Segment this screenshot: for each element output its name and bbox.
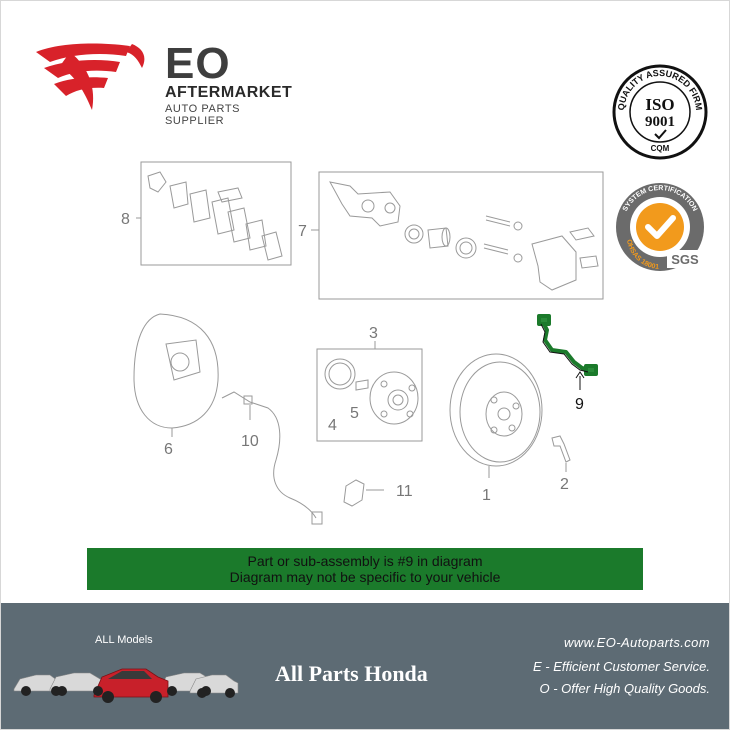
slogan-efficient: E - Efficient Customer Service. — [533, 659, 710, 674]
logo-aftermarket-text: AFTERMARKET — [165, 84, 293, 101]
callout-1: 1 — [482, 487, 491, 504]
brake-pad-group-box — [140, 161, 292, 266]
callout-5: 5 — [350, 405, 359, 422]
callout-10: 10 — [241, 433, 259, 450]
iso-number-text: 9001 — [645, 114, 675, 130]
callout-2: 2 — [560, 476, 569, 493]
callout-4: 4 — [328, 417, 337, 434]
car-lineup-icon — [13, 668, 239, 703]
wheel-hub-bearing-icon — [324, 358, 419, 425]
callout-8: 8 — [121, 211, 130, 228]
all-models-label: ALL Models — [95, 634, 153, 646]
website-url[interactable]: www.EO-Autoparts.com — [564, 635, 710, 650]
callout-11: 11 — [396, 483, 413, 500]
caption-line-2: Diagram may not be specific to your vehi… — [229, 569, 501, 585]
brake-splash-shield-icon — [133, 313, 219, 429]
iso-9001-badge-icon: QUALITY ASSURED FIRM ISO 9001 CQM — [612, 64, 708, 160]
hub-group-box — [316, 348, 423, 442]
brake-disc-rotor-icon — [449, 353, 543, 467]
company-logo: EO AFTERMARKET AUTO PARTS SUPPLIER — [30, 38, 293, 127]
caliper-group-box — [318, 171, 604, 300]
brake-pad-set-icon — [147, 171, 283, 261]
callout-9: 9 — [575, 396, 584, 413]
footer-banner: ALL Models All Parts Honda www.EO-Autopa… — [0, 603, 730, 730]
iso-cqm-text: CQM — [651, 144, 670, 153]
eo-wing-logo-icon — [36, 43, 145, 110]
footer-title: All Parts Honda — [275, 661, 428, 686]
callout-6: 6 — [164, 441, 173, 458]
hose-bracket-icon — [343, 479, 365, 507]
brake-hose-highlighted-icon — [537, 314, 598, 376]
logo-supplier-text: AUTO PARTS SUPPLIER — [165, 103, 241, 127]
callout-7: 7 — [298, 223, 307, 240]
diagram-caption: Part or sub-assembly is #9 in diagram Di… — [87, 548, 643, 590]
iso-main-text: ISO — [645, 95, 674, 114]
logo-brand-text: EO — [165, 39, 231, 88]
slogan-quality: O - Offer High Quality Goods. — [539, 681, 710, 696]
sgs-ohsas-badge-icon: SYSTEM CERTIFICATION OHSAS 18001 SGS — [616, 183, 704, 271]
abs-wheel-sensor-icon — [221, 391, 323, 525]
disc-bolt-icon — [551, 435, 571, 463]
brake-caliper-icon — [329, 181, 599, 291]
callout-3: 3 — [369, 325, 378, 342]
caption-line-1: Part or sub-assembly is #9 in diagram — [247, 553, 483, 569]
sgs-mark-text: SGS — [671, 252, 699, 267]
